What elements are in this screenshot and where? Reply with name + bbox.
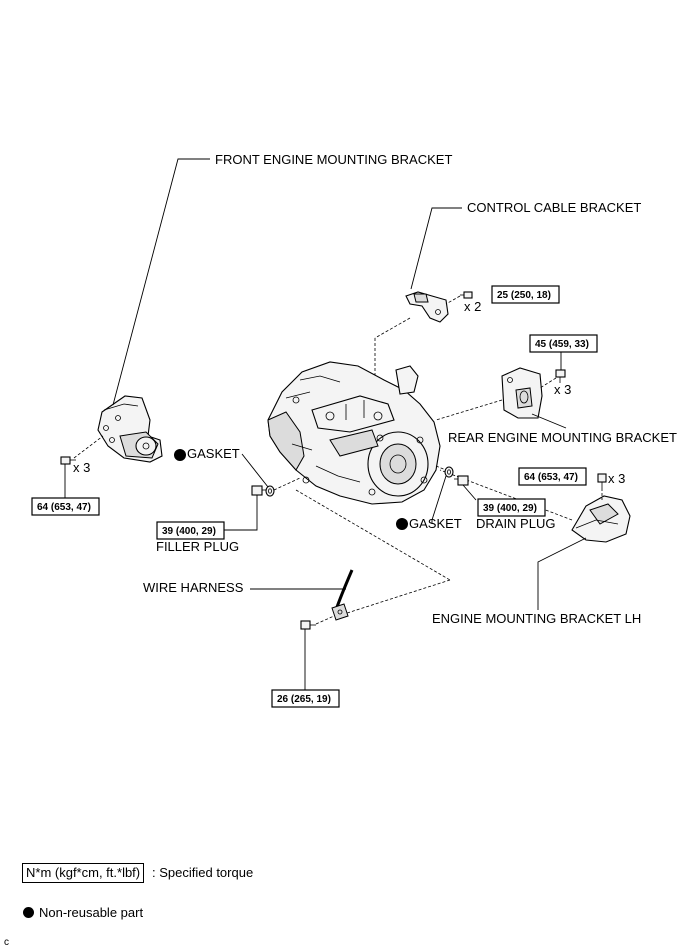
front-bracket-torque: 64 (653, 47) — [37, 502, 91, 513]
control-cable-bolt-icon — [460, 291, 473, 299]
control-cable-torque: 25 (250, 18) — [497, 290, 551, 301]
rear-bracket-bolt-icon — [555, 369, 566, 383]
gasket-right-label: GASKET — [409, 516, 462, 531]
front-bracket-leader — [112, 158, 210, 406]
rear-engine-mounting-bracket — [501, 367, 543, 419]
lh-bracket-bolt-icon — [597, 473, 607, 488]
drain-plug-label: DRAIN PLUG — [476, 516, 555, 531]
non-reusable-mark-left — [174, 449, 186, 461]
filler-plug-icon — [251, 485, 266, 496]
rear-engine-mounting-bracket-label: REAR ENGINE MOUNTING BRACKET — [448, 430, 677, 445]
wire-harness-label: WIRE HARNESS — [143, 580, 244, 595]
front-engine-mounting-bracket-label: FRONT ENGINE MOUNTING BRACKET — [215, 152, 452, 167]
corner-mark: c — [4, 937, 9, 948]
control-cable-bracket-label: CONTROL CABLE BRACKET — [467, 200, 641, 215]
legend-non-reusable: Non-reusable part — [39, 905, 144, 920]
control-cable-bracket — [405, 291, 449, 323]
rear-bracket-qty: x 3 — [554, 382, 571, 397]
control-cable-qty: x 2 — [464, 299, 481, 314]
front-bracket-bolt-icon — [60, 456, 76, 465]
gasket-left-ring — [265, 485, 275, 497]
wire-harness — [331, 569, 354, 621]
lh-bracket-leader — [537, 537, 587, 610]
legend-torque-unit-box: N*m (kgf*cm, ft.*lbf) — [22, 863, 145, 883]
rear-bracket-torque: 45 (459, 33) — [535, 339, 589, 350]
gasket-left-label: GASKET — [187, 446, 240, 461]
gasket-right-ring — [444, 466, 454, 478]
filler-plug-label: FILLER PLUG — [156, 539, 239, 554]
lh-bracket-torque: 64 (653, 47) — [524, 472, 578, 483]
front-engine-mounting-bracket — [97, 395, 163, 463]
engine-mounting-bracket-lh — [571, 495, 631, 543]
drain-plug-torque: 39 (400, 29) — [483, 503, 537, 514]
legend-non-reusable-icon — [23, 907, 34, 918]
non-reusable-mark-right — [396, 518, 408, 530]
front-bracket-qty: x 3 — [73, 460, 90, 475]
wire-harness-torque: 26 (265, 19) — [277, 694, 331, 705]
transaxle-assembly — [267, 361, 441, 505]
wire-harness-bolt-icon — [300, 620, 316, 630]
legend-torque-desc: : Specified torque — [152, 865, 254, 880]
control-cable-leader — [410, 207, 462, 290]
engine-mounting-bracket-lh-label: ENGINE MOUNTING BRACKET LH — [432, 611, 641, 626]
lh-bracket-qty: x 3 — [608, 471, 625, 486]
filler-plug-torque: 39 (400, 29) — [162, 526, 216, 537]
drain-plug-icon — [454, 475, 469, 486]
